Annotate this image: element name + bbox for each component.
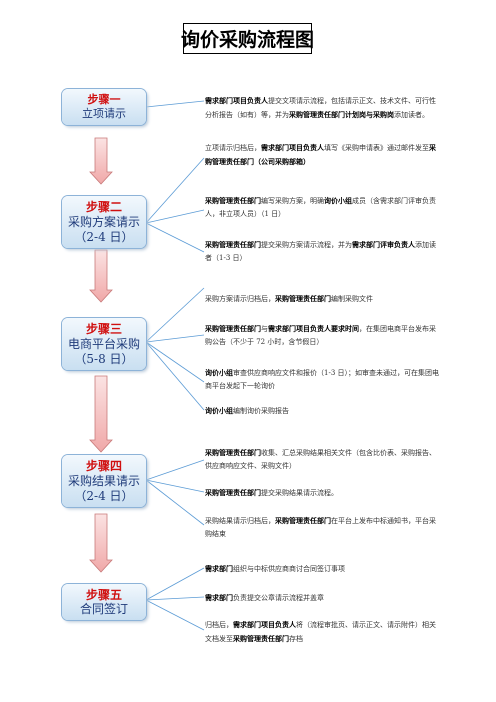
note-step3-d: 询价小组编制询价采购报告: [205, 404, 441, 418]
note-text: 审查供应商响应文件和报价（1-3 日）；如审查未通过，可在集团电商平台发起下一轮…: [205, 369, 439, 390]
note-bold: 采购管理责任部门: [233, 634, 289, 643]
note-step1: 需求部门项目负责人提交文项请示流程，包括请示正文、技术文件、可行性分析报告（如有…: [205, 94, 441, 122]
note-bold: 采购管理责任部门: [205, 448, 261, 457]
step-2-days: （2-4 日）: [74, 230, 134, 244]
note-bold: 采购管理责任部门: [275, 294, 331, 303]
step-4-head: 步骤四: [85, 459, 122, 473]
note-text: 组织与中标供应商商讨合同签订事项: [233, 565, 345, 573]
note-bold: 采购管理责任部门（公司采购部箱）: [205, 143, 436, 166]
note-bold: 采购管理责任部门计划岗与采购岗: [289, 110, 394, 119]
step-4-name: 采购结果请示: [67, 474, 140, 488]
note-text: 采购结果请示归档后，: [205, 517, 275, 525]
note-bold: 采购管理责任部门: [275, 516, 331, 525]
note-step4-b: 采购管理责任部门提交采购结果请示流程。: [205, 486, 441, 500]
note-step3-c: 询价小组审查供应商响应文件和报价（1-3 日）；如审查未通过，可在集团电商平台发…: [205, 366, 441, 393]
note-text: 编制采购文件: [331, 295, 373, 303]
note-bold: 需求部门项目负责人要求时间: [268, 324, 359, 333]
step-1-head: 步骤一: [87, 93, 121, 106]
note-text: 将（流程审批页、请示正文、请示附件）相关文档发至: [205, 621, 436, 643]
down-arrow-1: [89, 137, 113, 185]
note-bold: 需求部门: [205, 593, 233, 602]
note-text: 提交采购结果请示流程。: [261, 489, 338, 497]
note-text: 立项请示归档后，: [205, 144, 261, 152]
step-2-box: 步骤二 采购方案请示 （2-4 日）: [62, 196, 146, 248]
step-1-box: 步骤一 立项请示: [62, 89, 146, 125]
note-text: 归档后，: [205, 621, 233, 629]
note-bold: 采购管理责任部门: [205, 488, 261, 497]
step-5-name: 合同签订: [79, 602, 128, 616]
note-text: 在平台上发布中标通知书，平台采购结束: [205, 517, 436, 538]
note-text: 提交文项请示流程，包括请示正文、技术文件、可行性分析报告（如有）等，并为: [205, 97, 436, 119]
step-3-days: （5-8 日）: [74, 352, 134, 366]
step-3-head: 步骤三: [85, 322, 122, 336]
note-step4-c: 采购结果请示归档后，采购管理责任部门在平台上发布中标通知书，平台采购结束: [205, 514, 441, 541]
down-arrow-2: [89, 249, 113, 303]
note-step5-b: 需求部门负责提交公章请示流程并盖章: [205, 591, 441, 605]
note-bold: 询价小组: [205, 368, 233, 377]
note-bold: 需求部门评审负责人: [352, 240, 415, 249]
note-bold: 采购管理责任部门: [205, 196, 261, 205]
step-1-name: 立项请示: [82, 107, 126, 120]
step-4-days: （2-4 日）: [74, 489, 134, 503]
note-text: 添加读者（1-3 日）: [205, 241, 436, 262]
note-bold: 询价小组: [205, 406, 233, 415]
note-step2-b: 采购管理责任部门编写采购方案，明确询价小组成员（含需求部门评审负责人，非立项人员…: [205, 194, 441, 221]
note-text: 负责提交公章请示流程并盖章: [233, 594, 324, 602]
step-3-name: 电商平台采购: [67, 337, 140, 351]
down-arrow-3: [89, 375, 113, 453]
note-step2-c: 采购管理责任部门提交采购方案请示流程，并为需求部门评审负责人添加读者（1-3 日…: [205, 238, 441, 265]
note-bold: 询价小组: [324, 196, 352, 205]
note-step2-a: 立项请示归档后，需求部门项目负责人填写《采购申请表》通过邮件发至采购管理责任部门…: [205, 141, 441, 169]
note-text: 存档: [289, 635, 303, 643]
note-step4-a: 采购管理责任部门收集、汇总采购结果相关文件（包含比价表、采购报告、供应商响应文件…: [205, 446, 441, 473]
note-bold: 需求部门项目负责人: [205, 96, 268, 105]
note-step3-b: 采购管理责任部门与需求部门项目负责人要求时间，在集团电商平台发布采购公告（不少于…: [205, 322, 441, 349]
step-2-head: 步骤二: [85, 200, 122, 214]
step-2-name: 采购方案请示: [67, 215, 140, 229]
note-text: 填写《采购申请表》通过邮件发至: [324, 144, 429, 152]
note-step5-a: 需求部门组织与中标供应商商讨合同签订事项: [205, 562, 441, 576]
down-arrow-4: [89, 513, 113, 573]
note-bold: 需求部门项目负责人: [261, 143, 324, 152]
note-step5-c: 归档后，需求部门项目负责人将（流程审批页、请示正文、请示附件）相关文档发至采购管…: [205, 618, 441, 646]
note-bold: 采购管理责任部门: [205, 240, 261, 249]
note-step3-a: 采购方案请示归档后，采购管理责任部门编制采购文件: [205, 292, 441, 306]
note-text: 收集、汇总采购结果相关文件（包含比价表、采购报告、供应商响应文件、采购文件）: [205, 449, 436, 470]
note-text: 与: [261, 325, 268, 333]
step-5-head: 步骤五: [85, 588, 122, 602]
note-text: ，在集团电商平台发布采购公告（不少于 72 小时，含节假日）: [205, 325, 436, 346]
page-title: 询价采购流程图: [181, 23, 314, 54]
note-text: 编制询价采购报告: [233, 407, 289, 415]
note-bold: 需求部门项目负责人: [233, 620, 296, 629]
note-text: 编写采购方案，明确: [261, 197, 324, 205]
step-4-box: 步骤四 采购结果请示 （2-4 日）: [62, 455, 146, 507]
step-5-box: 步骤五 合同签订: [62, 584, 146, 620]
note-text: 成员（含需求部门评审负责人，非立项人员）（1 日）: [205, 197, 436, 218]
note-bold: 采购管理责任部门: [205, 324, 261, 333]
note-text: 添加读者。: [394, 111, 429, 119]
note-bold: 需求部门: [205, 564, 233, 573]
note-text: 采购方案请示归档后，: [205, 295, 275, 303]
note-text: 提交采购方案请示流程，并为: [261, 241, 352, 249]
step-3-box: 步骤三 电商平台采购 （5-8 日）: [62, 318, 146, 370]
